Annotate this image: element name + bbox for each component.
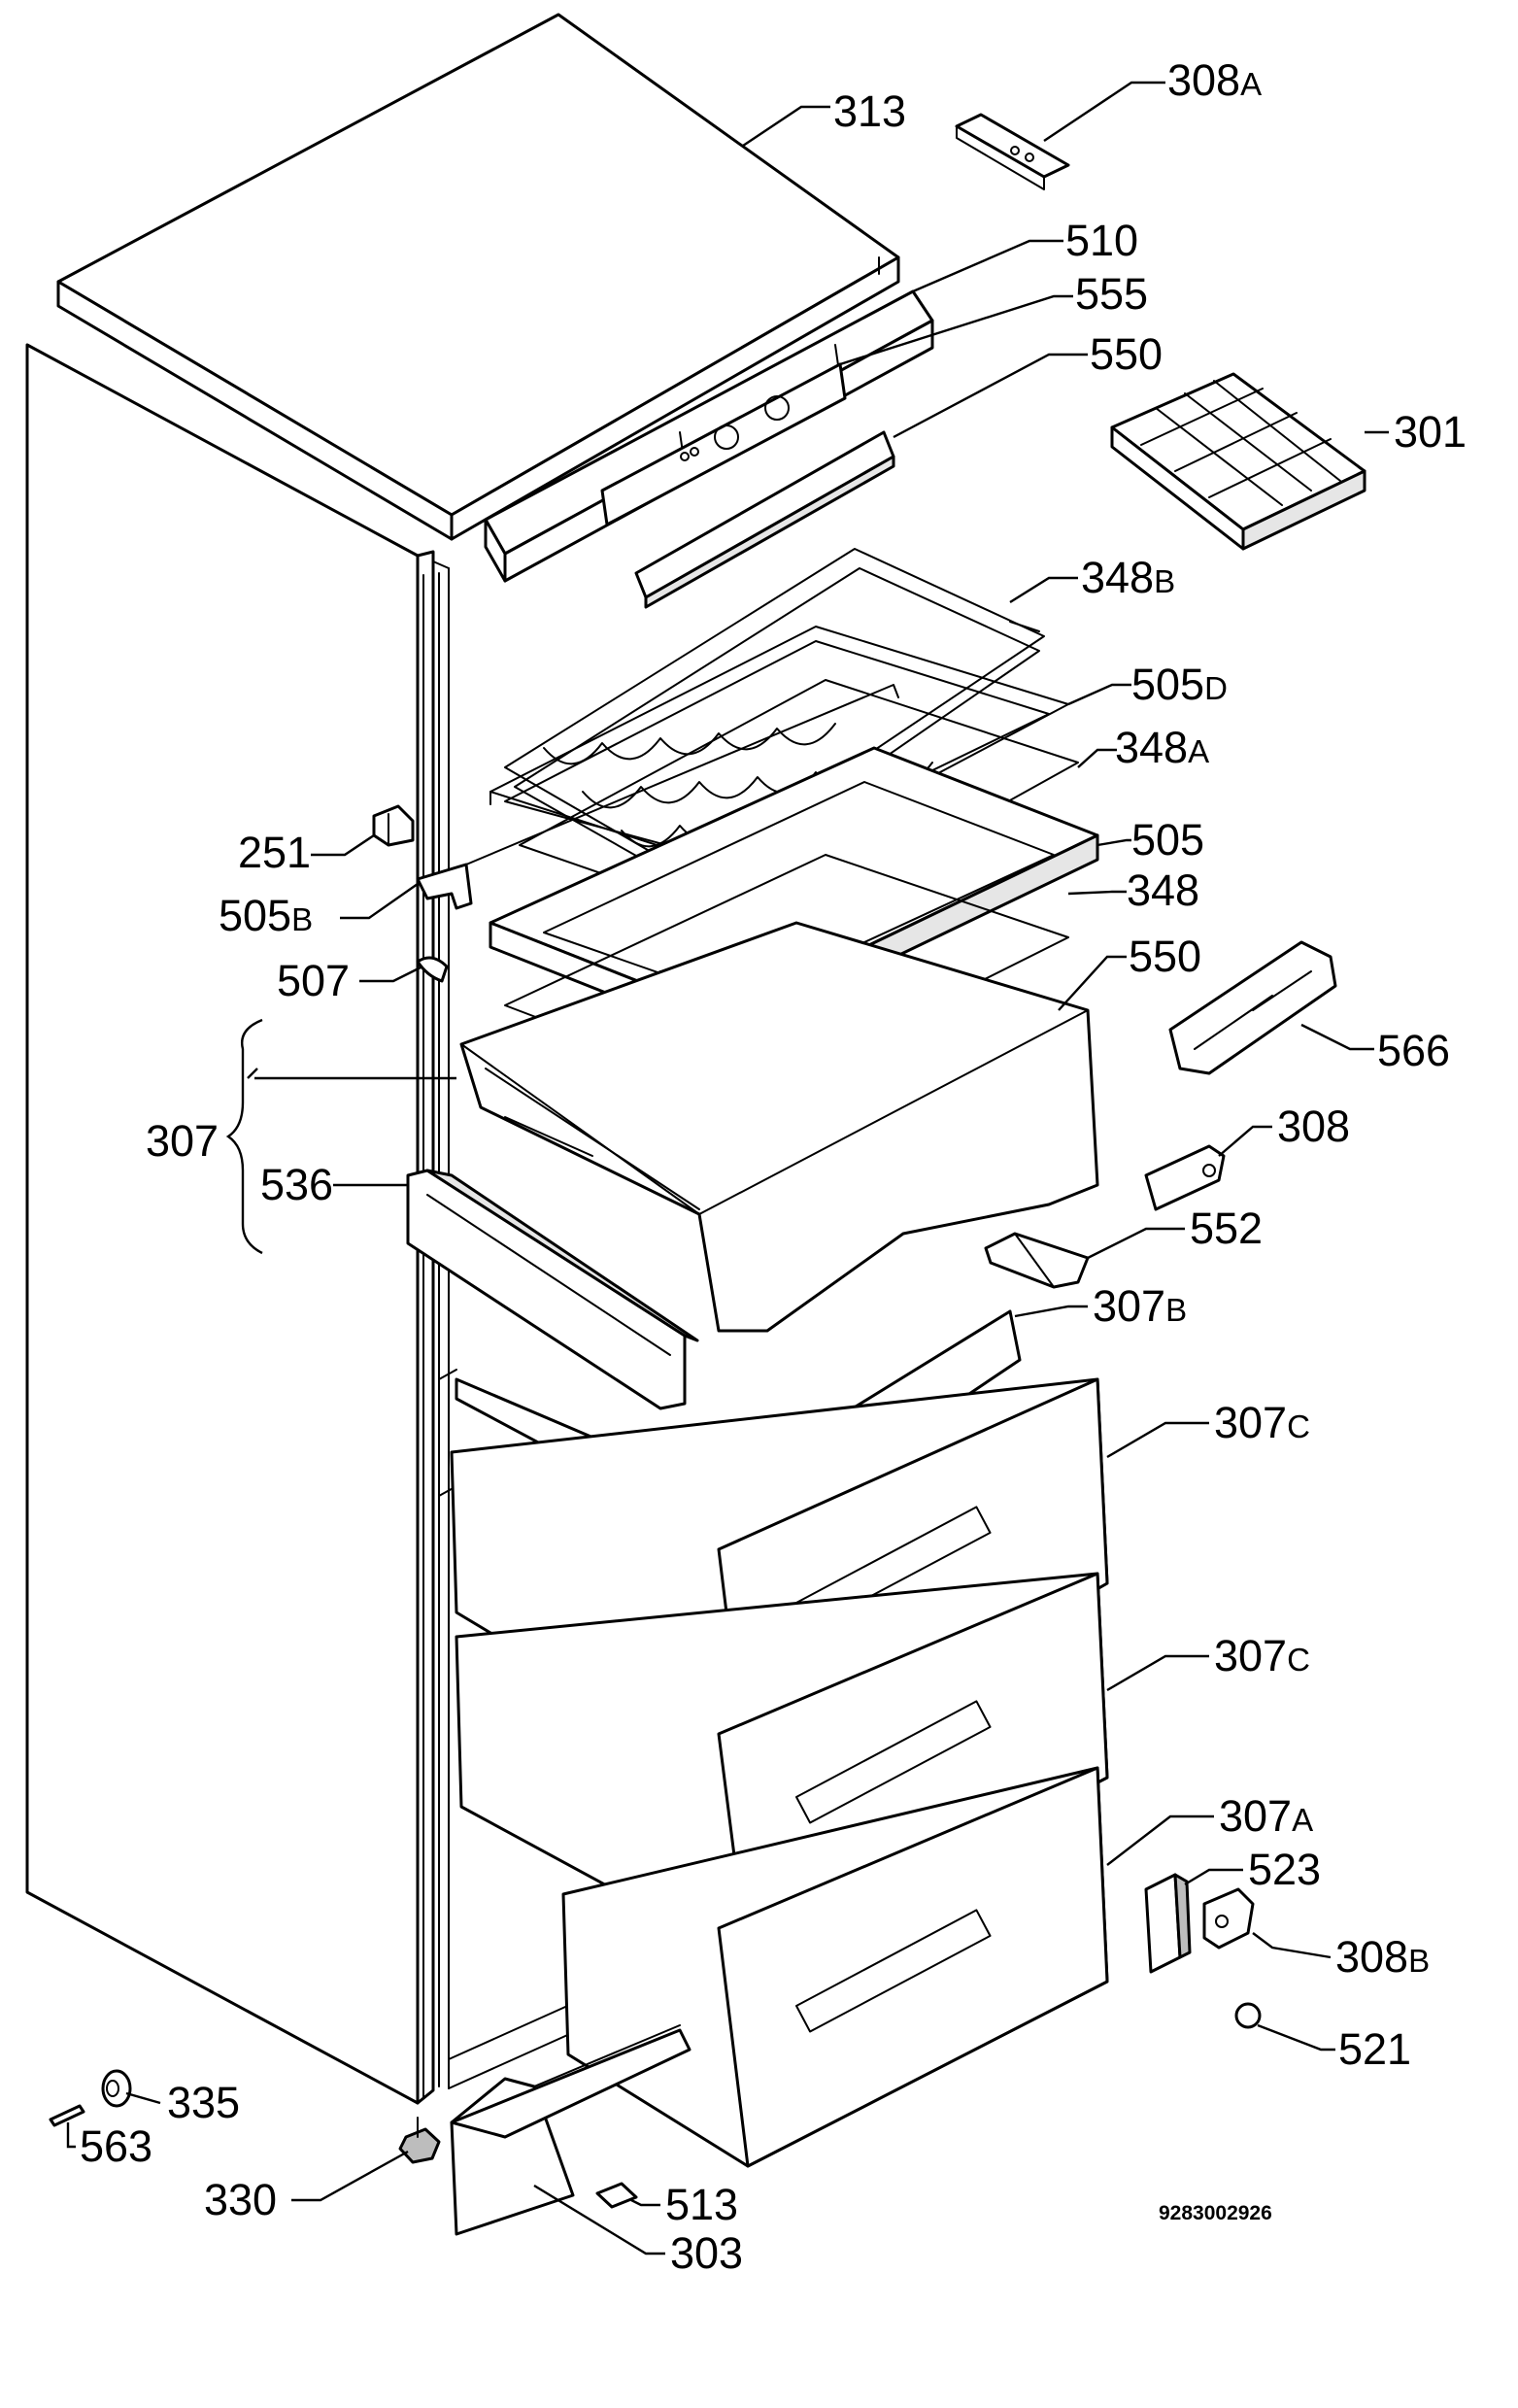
label-550-top: 550 bbox=[1090, 329, 1163, 379]
freezer-drawer-307a-bottom bbox=[561, 1766, 1109, 2168]
label-307: 307 bbox=[146, 1116, 219, 1166]
foot-521 bbox=[1234, 2002, 1262, 2029]
plinth-303 bbox=[450, 2024, 692, 2236]
hinge-308 bbox=[1144, 1144, 1226, 1211]
label-505b: 505B bbox=[219, 891, 313, 940]
label-348: 348 bbox=[1127, 865, 1199, 915]
label-563: 563 bbox=[80, 2121, 152, 2171]
label-348a: 348A bbox=[1115, 723, 1209, 772]
shelf-support-505b bbox=[416, 684, 899, 910]
label-510: 510 bbox=[1065, 216, 1138, 265]
rail-552 bbox=[984, 1232, 1090, 1289]
label-308: 308 bbox=[1277, 1102, 1350, 1151]
thermostat-knob-panel bbox=[600, 362, 847, 526]
document-code: 9283002926 bbox=[1159, 2202, 1272, 2224]
label-566: 566 bbox=[1377, 1026, 1450, 1075]
hinge-251 bbox=[372, 804, 415, 847]
label-536: 536 bbox=[260, 1160, 333, 1209]
label-523: 523 bbox=[1248, 1845, 1321, 1894]
label-513: 513 bbox=[665, 2180, 738, 2229]
label-521: 521 bbox=[1338, 2024, 1411, 2074]
label-307c-middle: 307C bbox=[1214, 1631, 1310, 1680]
crisper-drawer-307 bbox=[459, 921, 1099, 1333]
callout-labels: 313 308A 510 555 550 301 348B 505D 348A … bbox=[80, 55, 1467, 2278]
label-507: 507 bbox=[277, 956, 350, 1005]
clip-513 bbox=[595, 2182, 638, 2209]
label-335: 335 bbox=[167, 2078, 240, 2127]
label-301: 301 bbox=[1394, 407, 1467, 457]
label-505d: 505D bbox=[1131, 660, 1228, 709]
label-303: 303 bbox=[670, 2228, 743, 2278]
ice-tray-301 bbox=[1110, 372, 1366, 551]
label-307c-top: 307C bbox=[1214, 1398, 1310, 1447]
label-308a: 308A bbox=[1167, 55, 1262, 105]
label-505: 505 bbox=[1131, 815, 1204, 865]
label-307b: 307B bbox=[1093, 1281, 1187, 1331]
label-348b: 348B bbox=[1081, 553, 1175, 602]
label-550-mid: 550 bbox=[1129, 932, 1201, 981]
holder-566 bbox=[1168, 940, 1337, 1075]
hinge-307a-bracket bbox=[1144, 1873, 1192, 1974]
foot-335 bbox=[101, 2069, 132, 2108]
label-313: 313 bbox=[833, 86, 906, 136]
pin-563 bbox=[49, 2104, 85, 2127]
light-cover bbox=[634, 430, 895, 609]
label-308b: 308B bbox=[1335, 1932, 1430, 1982]
hinge-308a bbox=[955, 113, 1070, 190]
stop-507 bbox=[416, 956, 449, 983]
label-307a: 307A bbox=[1219, 1791, 1313, 1841]
label-555: 555 bbox=[1075, 269, 1148, 319]
label-330: 330 bbox=[204, 2175, 277, 2224]
leader-lines bbox=[66, 81, 1389, 2255]
label-251: 251 bbox=[238, 828, 311, 877]
foot-330 bbox=[398, 2117, 441, 2164]
crisper-front-536 bbox=[406, 1169, 699, 1410]
label-552: 552 bbox=[1190, 1204, 1263, 1253]
top-cover bbox=[56, 13, 900, 541]
hinge-523 bbox=[1202, 1887, 1255, 1950]
